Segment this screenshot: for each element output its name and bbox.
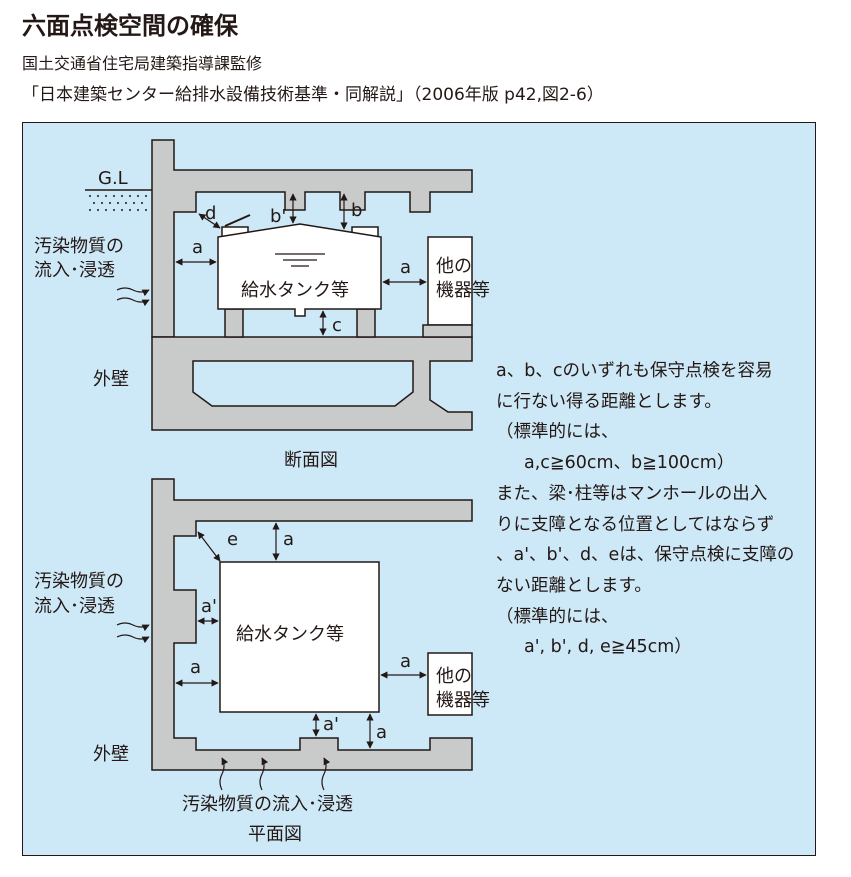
section-dim-a-right: a [400,257,411,278]
plan-dim-a-prime-left: a' [201,596,217,617]
section-tank-body [217,223,382,317]
section-contam-line2: 流入･浸透 [34,260,115,281]
section-equip-line2: 機器等 [436,280,490,301]
desc-line: りに支障となる位置としてはならず [496,514,775,535]
section-tank-label: 給水タンク等 [241,280,349,301]
desc-line: a', b', d, e≧45cm） [524,637,692,658]
plan-bottom-contam-label: 汚染物質の流入･浸透 [182,794,353,815]
description-text: a、b、cのいずれも保守点検を容易 に行ない得る距離とします。 （標準的には、 … [496,356,816,663]
desc-line: 、a'、b'、d、eは、保守点検に支障の [496,545,795,566]
plan-wall-top-left [151,478,473,771]
plan-tank-body [219,561,380,713]
section-contam-line1: 汚染物質の [34,236,124,257]
plan-dim-a-left: a [190,657,201,678]
section-dim-c: c [332,315,342,336]
tank-leg-left [224,308,244,338]
tank-leg-right [356,308,376,338]
section-dim-d: d [205,203,216,224]
desc-line: （標準的には、 [496,606,619,627]
plan-dim-a-right: a [400,651,411,672]
plan-dim-a-top: a [283,529,294,550]
page-title: 六面点検空間の確保 [22,12,238,40]
plan-tank-label: 給水タンク等 [236,624,344,645]
desc-line: a、b、cのいずれも保守点検を容易 [496,361,773,381]
gl-label: G.L [98,168,128,189]
plan-outer-wall-label: 外壁 [93,744,129,765]
section-dim-b-prime: b' [270,206,286,227]
plan-dim-a-bottom: a [376,722,387,743]
section-equipment-box [427,236,473,326]
plan-equip-line2: 機器等 [436,690,490,711]
section-wall-ceiling [151,139,473,338]
source-line: 「日本建築センター給排水設備技術基準・同解説」（2006年版 p42,図2-6） [22,85,604,105]
plan-dim-e: e [227,529,238,550]
ground-dots [89,195,147,211]
section-equip-line1: 他の [436,256,472,277]
plan-equipment-box [427,652,473,716]
plan-equip-line1: 他の [436,666,472,687]
section-floor-slab [151,336,473,431]
desc-line: ない距離とします。 [496,575,652,596]
supervisor-line: 国土交通省住宅局建築指導課監修 [22,54,263,73]
desc-line: （標準的には、 [496,422,619,443]
plan-caption: 平面図 [248,824,302,845]
desc-line: に行ない得る距離とします。 [496,391,722,412]
plan-contam-line2: 流入･浸透 [34,596,115,617]
section-equipment-base [422,324,473,338]
plan-dim-a-prime-bottom: a' [323,714,339,735]
section-dim-a-left: a [192,237,203,258]
section-caption: 断面図 [284,450,338,471]
desc-line: また、梁･柱等はマンホールの出入 [496,483,768,504]
section-outer-wall-label: 外壁 [93,369,129,390]
plan-contam-line1: 汚染物質の [34,571,124,592]
desc-line: a,c≧60cm、b≧100cm） [524,453,735,474]
section-dim-b: b [351,200,362,221]
